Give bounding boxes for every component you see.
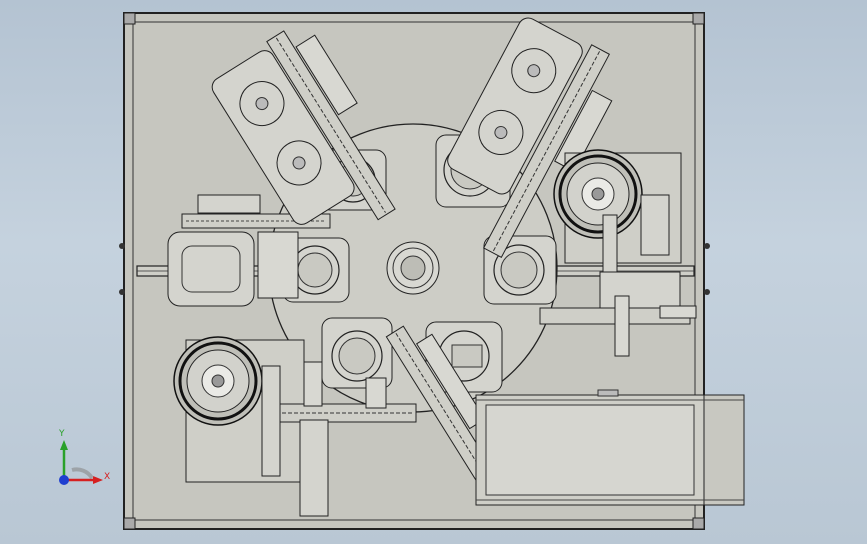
fixture-station[interactable] [321,317,393,389]
linear-feeder-lower[interactable] [279,361,417,517]
transfer-arm-upper-right[interactable] [418,10,630,268]
y-axis-label: Y [58,429,65,439]
coordinate-triad: Y X [58,429,110,485]
vibratory-bowl-feeder-upper[interactable] [553,149,682,276]
output-conveyor[interactable] [475,389,745,506]
x-axis-label: X [104,472,110,482]
linear-feeder-right[interactable] [539,271,697,357]
transfer-arm-upper-left[interactable] [206,18,416,258]
fixture-station[interactable] [282,237,350,303]
